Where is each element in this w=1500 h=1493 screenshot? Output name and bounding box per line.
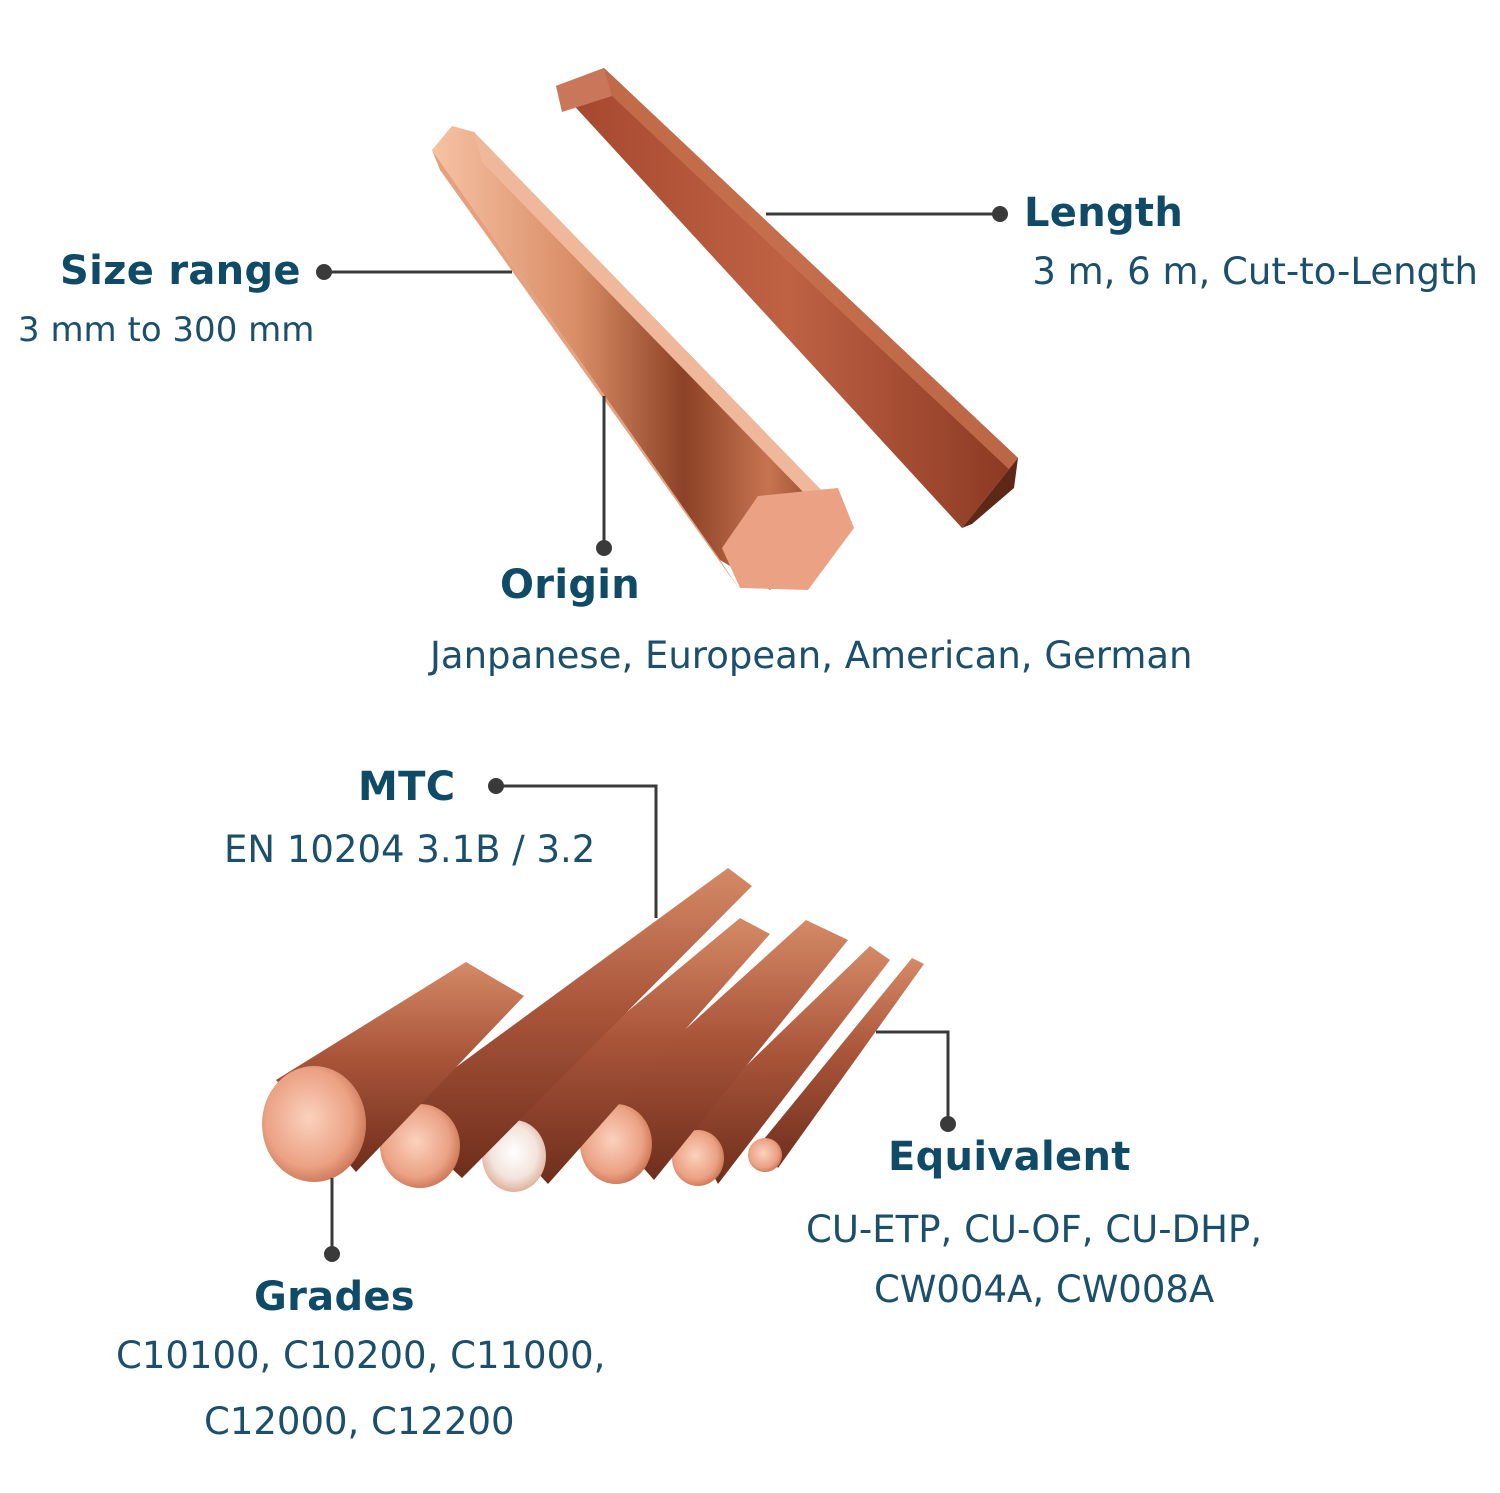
dot-equivalent	[940, 1116, 956, 1132]
connector-lines	[326, 212, 1000, 1254]
equivalent-title: Equivalent	[888, 1134, 1131, 1180]
hexagonal-copper-bar	[432, 126, 854, 590]
mtc-value: EN 10204 3.1B / 3.2	[224, 828, 596, 871]
equivalent-value-line2: CW004A, CW008A	[874, 1268, 1215, 1311]
origin-value: Janpanese, European, American, German	[430, 634, 1193, 677]
grades-value-line2: C12000, C12200	[204, 1400, 515, 1443]
connector-mtc	[496, 784, 658, 918]
size-range-title: Size range	[60, 248, 301, 294]
dot-origin	[596, 540, 612, 556]
length-value: 3 m, 6 m, Cut-to-Length	[1032, 250, 1478, 293]
round-copper-rods	[262, 868, 924, 1192]
equivalent-value-line1: CU-ETP, CU-OF, CU-DHP,	[806, 1208, 1262, 1251]
origin-title: Origin	[500, 562, 641, 608]
grades-value-line1: C10100, C10200, C11000,	[116, 1334, 606, 1377]
dot-mtc	[488, 778, 504, 794]
connector-equivalent	[876, 1030, 950, 1124]
dot-size-range	[316, 264, 332, 280]
length-title: Length	[1024, 190, 1184, 236]
grades-title: Grades	[254, 1274, 415, 1320]
dot-length	[992, 206, 1008, 222]
connector-dots	[316, 206, 1008, 1262]
size-range-value: 3 mm to 300 mm	[18, 310, 315, 350]
dot-grades	[324, 1246, 340, 1262]
square-copper-bar	[556, 68, 1018, 528]
mtc-title: MTC	[358, 764, 456, 810]
